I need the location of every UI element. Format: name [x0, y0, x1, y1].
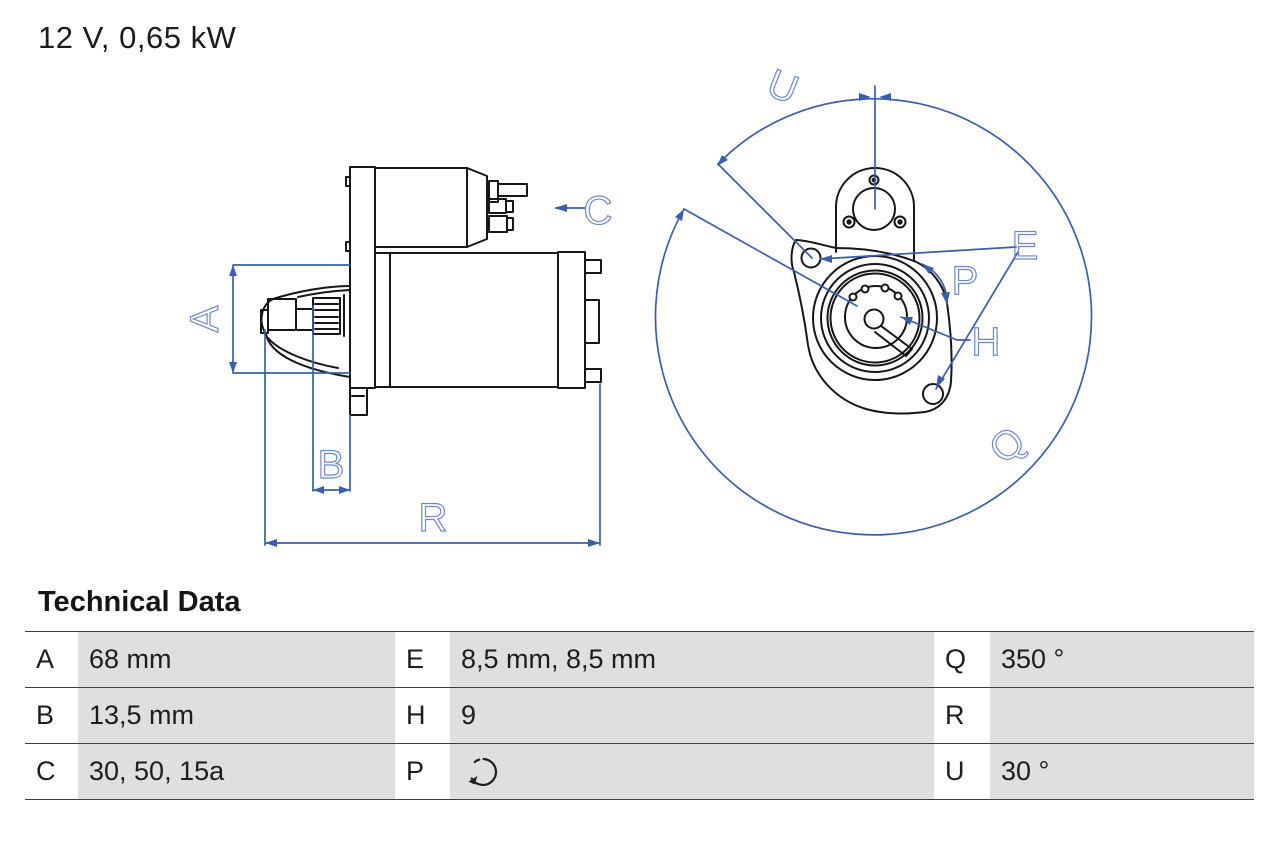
dim-label-a: A: [183, 305, 227, 332]
table-key-r: R: [934, 688, 990, 743]
dim-label-u: U: [761, 61, 804, 113]
table-row: C 30, 50, 15a P U 30 °: [25, 744, 1254, 799]
dimension-arrowheads: [229, 93, 950, 547]
dim-label-q: Q: [981, 419, 1034, 473]
side-view-drawing: [260, 166, 602, 416]
table-key-b: B: [25, 688, 78, 743]
table-value-u: 30 °: [990, 744, 1254, 799]
table-value-r: [990, 688, 1254, 743]
dim-label-p: P: [952, 259, 979, 303]
table-value-q: 350 °: [990, 632, 1254, 687]
table-row: A 68 mm E 8,5 mm, 8,5 mm Q 350 °: [25, 632, 1254, 688]
technical-drawing: A B R C U E P H Q: [182, 61, 1093, 547]
dim-label-e: E: [1012, 224, 1039, 268]
table-row: B 13,5 mm H 9 R: [25, 688, 1254, 744]
rotation-direction-icon: [468, 757, 498, 786]
technical-data-table: A 68 mm E 8,5 mm, 8,5 mm Q 350 ° B 13,5 …: [25, 631, 1254, 800]
table-key-c: C: [25, 744, 78, 799]
table-key-u: U: [934, 744, 990, 799]
dim-label-b: B: [318, 443, 345, 487]
front-view-drawing: [790, 167, 953, 415]
table-value-a: 68 mm: [78, 632, 395, 687]
table-value-c: 30, 50, 15a: [78, 744, 395, 799]
technical-data-heading: Technical Data: [38, 586, 241, 618]
table-value-b: 13,5 mm: [78, 688, 395, 743]
dim-label-h: H: [972, 320, 1001, 364]
table-value-h: 9: [450, 688, 934, 743]
table-key-p: P: [395, 744, 450, 799]
table-value-e: 8,5 mm, 8,5 mm: [450, 632, 934, 687]
table-key-a: A: [25, 632, 78, 687]
table-key-e: E: [395, 632, 450, 687]
table-value-p: [450, 744, 934, 799]
page-title: 12 V, 0,65 kW: [38, 20, 237, 55]
table-key-q: Q: [934, 632, 990, 687]
table-key-h: H: [395, 688, 450, 743]
dimension-annotations: [232, 85, 1093, 546]
dim-label-r: R: [419, 496, 448, 540]
dim-label-c: C: [584, 189, 613, 233]
